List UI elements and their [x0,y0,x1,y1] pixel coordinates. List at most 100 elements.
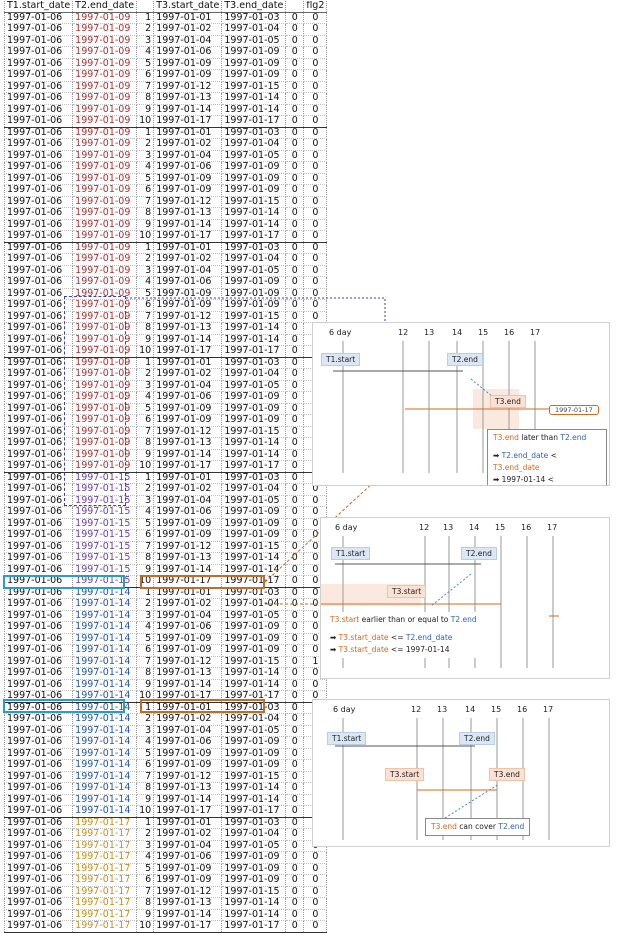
t3-start-cell: 1997-01-14 [153,219,223,231]
t1-start-cell: 1997-01-06 [3,414,74,427]
panel-2-t1-start: T1.start [331,547,371,560]
flg1-cell: 0 [285,357,305,369]
t3-start-cell: 1997-01-09 [153,644,223,657]
t3-start-cell: 1997-01-02 [153,828,223,841]
row-number-cell: 1 [136,472,155,484]
t1-start-cell: 1997-01-06 [3,161,74,174]
flg1-cell: 0 [285,426,305,438]
flg2-cell: 0 [303,276,328,289]
t2-end-cell: 1997-01-09 [72,92,138,105]
t3-start-cell: 1997-01-06 [153,851,223,864]
t2-end-cell: 1997-01-09 [72,23,138,36]
flg1-cell: 0 [285,12,305,24]
t1-start-cell: 1997-01-06 [3,610,74,622]
t3-end-cell: 1997-01-05 [221,35,287,47]
t1-start-cell: 1997-01-06 [3,184,74,197]
t3-end-cell: 1997-01-09 [221,518,287,530]
row-number-cell: 3 [136,725,155,737]
t3-start-cell: 1997-01-02 [153,23,223,36]
t3-end-cell: 1997-01-15 [221,311,287,323]
flg1-cell: 0 [285,644,305,657]
t1-start-cell: 1997-01-06 [3,598,74,611]
row-number-cell: 7 [136,311,155,323]
row-number-cell: 7 [136,886,155,898]
flg1-cell: 0 [285,23,305,36]
t3-start-cell: 1997-01-14 [153,909,223,921]
row-number-cell: 9 [136,334,155,346]
t2-end-cell: 1997-01-14 [72,713,138,726]
t3-start-cell: 1997-01-12 [153,81,223,93]
t3-end-cell: 1997-01-09 [221,184,287,197]
flg1-cell: 0 [285,748,305,760]
flg1-cell: 0 [285,541,305,553]
axis-tick-label: 13 [437,705,448,714]
flg1-cell: 0 [285,196,305,208]
flg1-cell: 0 [285,610,305,622]
flg1-cell: 0 [285,759,305,772]
flg2-cell: 0 [303,138,328,151]
t3-end-cell: 1997-01-14 [221,667,287,680]
t3-start-cell: 1997-01-17 [153,230,223,243]
row-number-cell: 6 [136,299,155,312]
flg1-cell: 0 [285,667,305,680]
note-line: ➡ 1997-01-14 < T3.end_date [493,474,601,485]
t1-start-cell: 1997-01-06 [3,679,74,691]
t1-start-cell: 1997-01-06 [3,759,74,772]
panel-3-t2-end: T2.end [459,732,495,745]
note-text: later than [518,433,561,442]
t3-end-cell: 1997-01-14 [221,897,287,910]
highlight-t2-column-group [64,296,126,506]
t3-end-cell: 1997-01-09 [221,621,287,634]
t3-end-cell: 1997-01-04 [221,138,287,151]
t3-start-cell: 1997-01-04 [153,840,223,852]
row-number-cell: 8 [136,667,155,680]
flg2-cell: 0 [303,299,328,312]
t1-start-cell: 1997-01-06 [3,242,74,254]
t1-start-cell: 1997-01-06 [3,587,74,599]
flg1-cell: 0 [285,920,305,933]
t2-end-cell: 1997-01-15 [72,506,138,519]
t1-start-cell: 1997-01-06 [3,23,74,36]
t2-end-cell: 1997-01-09 [72,161,138,174]
t3-start-cell: 1997-01-14 [153,679,223,691]
t3-end-cell: 1997-01-09 [221,58,287,70]
note-text: T3.end_date [493,463,540,472]
t2-end-cell: 1997-01-09 [72,173,138,185]
t1-start-cell: 1997-01-06 [3,483,74,496]
flg1-cell: 0 [285,460,305,473]
t2-end-cell: 1997-01-14 [72,644,138,657]
row-number-cell: 9 [136,679,155,691]
t1-start-cell: 1997-01-06 [3,725,74,737]
t3-end-cell: 1997-01-09 [221,506,287,519]
flg1-cell: 0 [285,794,305,806]
t1-start-cell: 1997-01-06 [3,334,74,346]
row-number-cell: 4 [136,851,155,864]
t3-end-cell: 1997-01-14 [221,219,287,231]
flg1-cell: 0 [285,299,305,312]
row-number-cell: 6 [136,184,155,197]
row-number-cell: 10 [136,690,155,703]
row-number-cell: 7 [136,81,155,93]
flg1-cell: 0 [285,897,305,910]
t3-end-cell: 1997-01-17 [221,460,287,473]
t3-end-cell: 1997-01-05 [221,495,287,507]
t3-start-cell: 1997-01-14 [153,334,223,346]
flg1-cell: 0 [285,173,305,185]
t1-start-cell: 1997-01-06 [3,253,74,266]
row-number-cell: 9 [136,794,155,806]
note-text: T2.end_date [405,633,453,642]
